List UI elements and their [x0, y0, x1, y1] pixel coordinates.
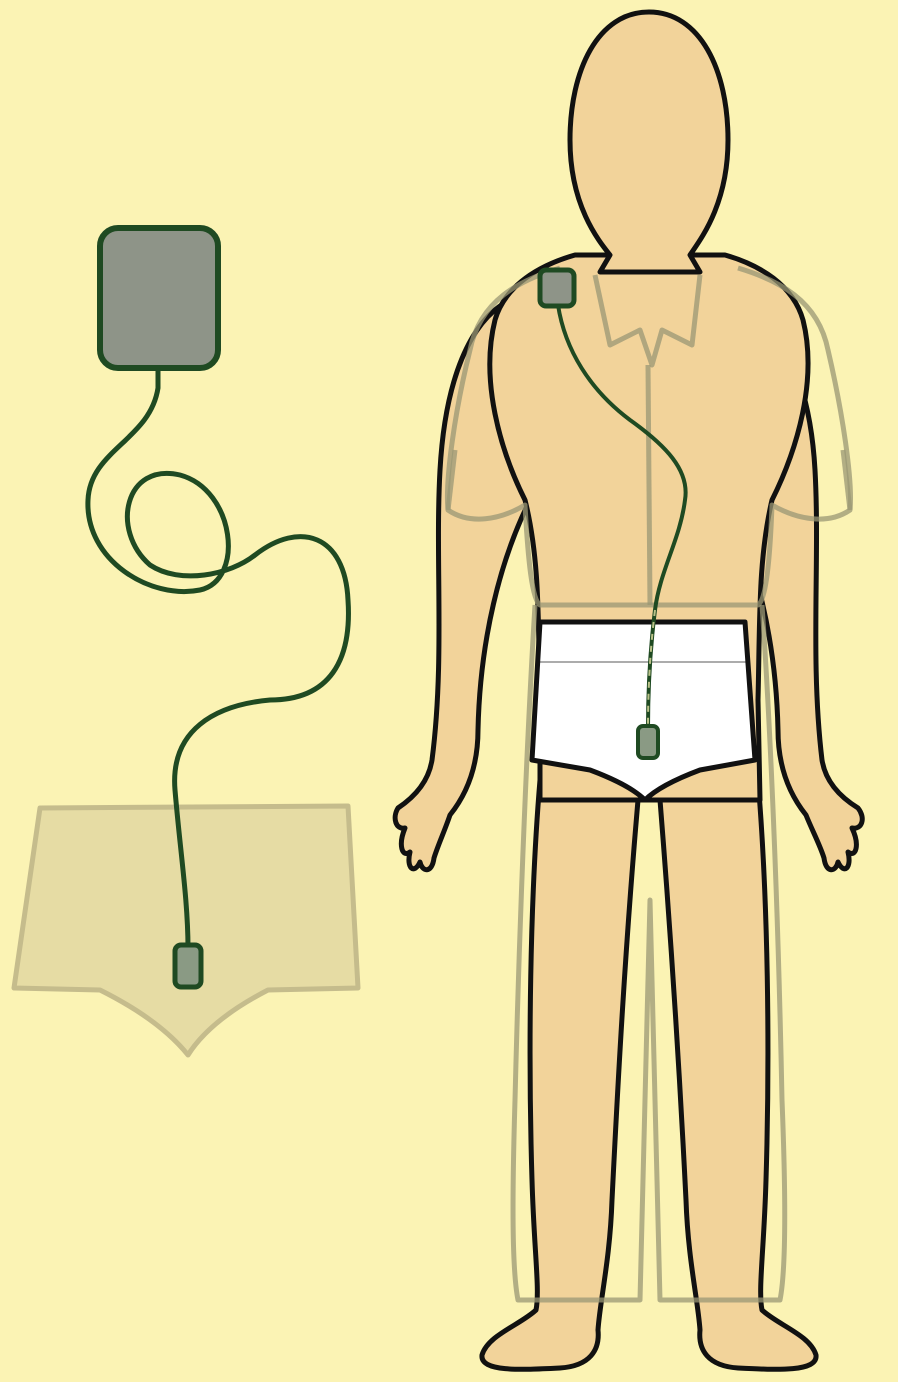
briefs-sensor-icon [638, 726, 658, 758]
bedwetting-alarm-unit-icon [100, 228, 218, 368]
shoulder-alarm-unit-icon [540, 270, 574, 306]
pajama-placket [648, 365, 650, 605]
head [570, 12, 728, 272]
moisture-sensor-icon [175, 945, 201, 987]
